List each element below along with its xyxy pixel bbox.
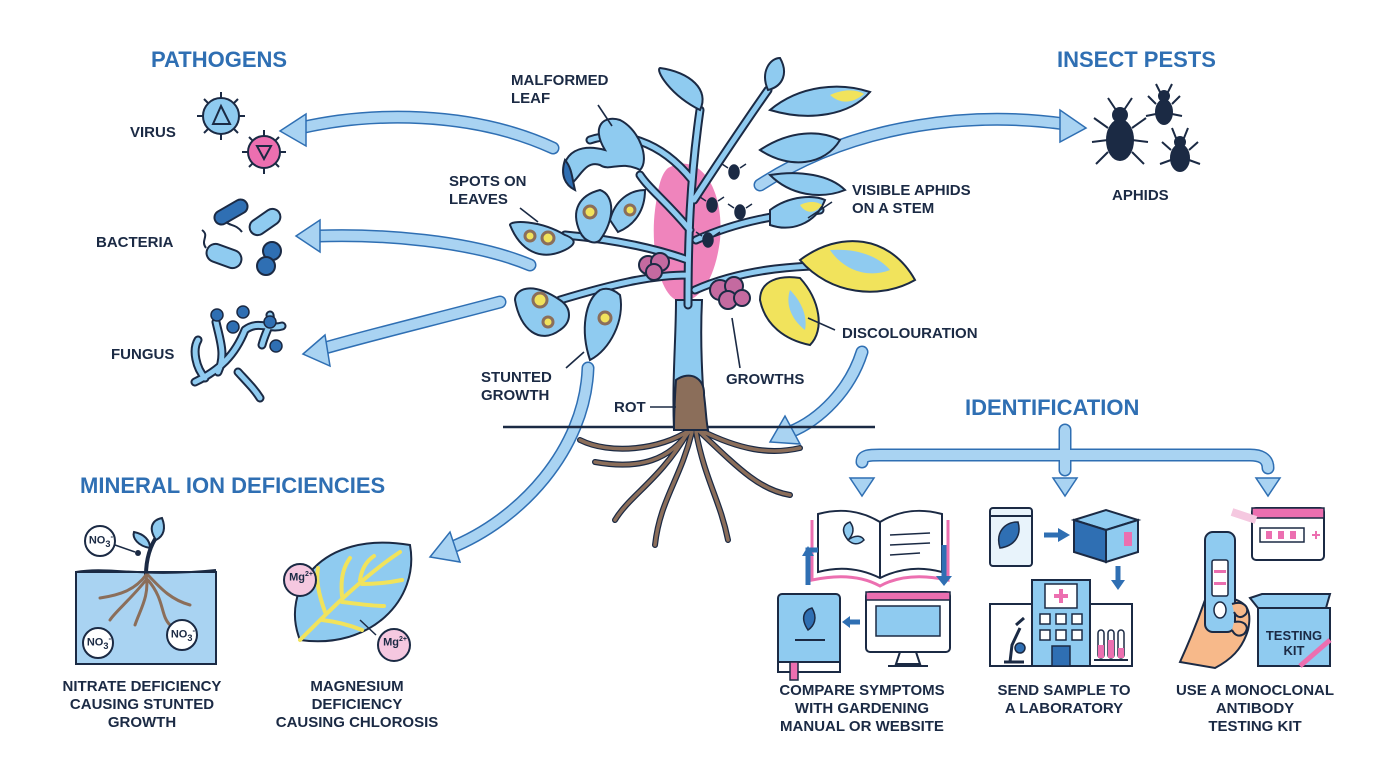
- arrow-to-identification: [768, 345, 869, 445]
- nitrate-soil-icon: [75, 516, 217, 665]
- label-fungus: FUNGUS: [111, 346, 175, 363]
- plant-illustration: [503, 56, 917, 548]
- ion-no3-left: NO3-: [86, 634, 112, 651]
- heading-pathogens: PATHOGENS: [151, 47, 288, 72]
- heading-identification: IDENTIFICATION: [965, 395, 1140, 420]
- magnesium-leaf-icon: [283, 541, 413, 662]
- aphids-icon: [1091, 83, 1201, 172]
- label-rot: ROT: [614, 399, 646, 416]
- ion-mg-top: Mg2+: [289, 571, 313, 584]
- gardening-manual-icon: [777, 509, 952, 681]
- bacteria-icon: [201, 198, 282, 276]
- ion-no3-right: NO3-: [170, 626, 196, 643]
- arrow-to-bacteria: [294, 218, 537, 272]
- heading-insect-pests: INSECT PESTS: [1057, 47, 1216, 72]
- ion-mg-bottom: Mg2+: [383, 636, 407, 649]
- label-discolouration: DISCOLOURATION: [842, 325, 978, 342]
- arrow-to-virus: [278, 110, 560, 155]
- fungus-icon: [190, 305, 287, 403]
- virus-icon: [197, 92, 286, 174]
- label-bacteria: BACTERIA: [96, 234, 174, 251]
- arrow-to-fungus: [301, 295, 507, 368]
- label-virus: VIRUS: [130, 124, 176, 141]
- ion-no3-top: NO3-: [88, 532, 114, 549]
- label-growths: GROWTHS: [726, 371, 805, 388]
- laboratory-icon: [989, 507, 1142, 667]
- heading-mineral-ion-deficiencies: MINERAL ION DEFICIENCIES: [80, 473, 386, 498]
- antibody-kit-icon: [1178, 507, 1332, 670]
- arrow-to-mineral: [428, 361, 595, 563]
- identification-branch-arrows: [848, 423, 1282, 498]
- label-aphids: APHIDS: [1112, 187, 1169, 204]
